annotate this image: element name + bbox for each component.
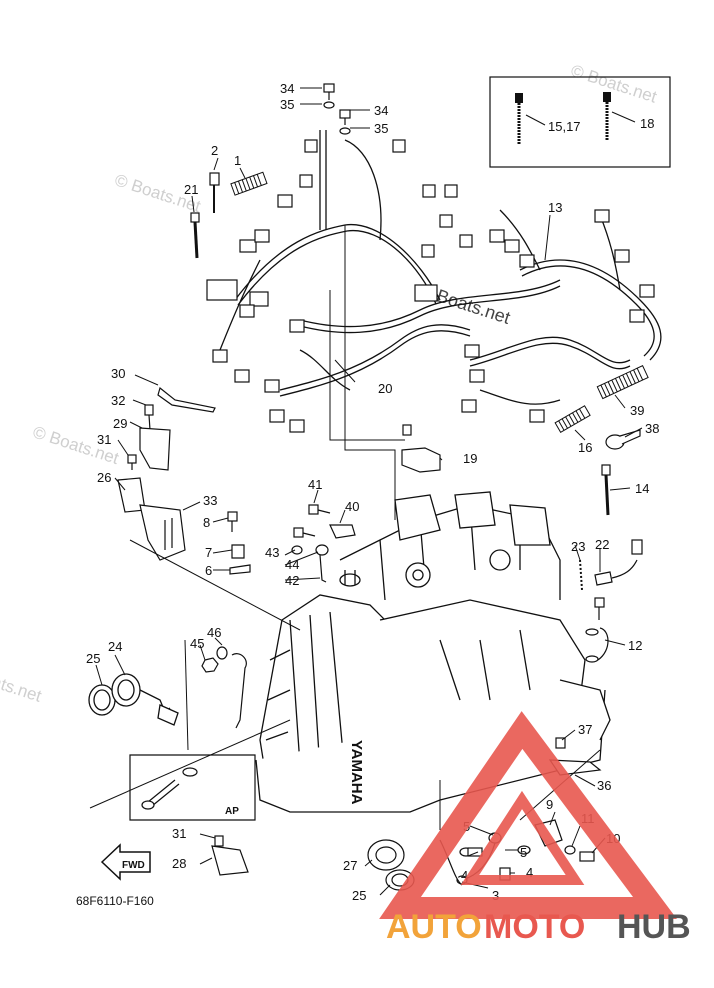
callout-20: 20 [378,381,392,396]
engine-brand-text: YAMAHA [348,740,365,805]
callout-43: 43 [265,545,279,560]
callout-3: 3 [492,888,499,903]
callout-2: 2 [211,143,218,158]
bolts-top [323,83,351,135]
logo-auto-text: AUTO [386,908,482,946]
sleeves [230,171,649,434]
callout-46: 46 [207,625,221,640]
fwd-label: FWD [122,860,145,871]
clip-inset-box [489,76,671,168]
callout-37: 37 [578,722,592,737]
callout-34: 34 [374,103,388,118]
wire-harness-20 [219,130,561,397]
part-19 [401,424,441,473]
ap-label: AP [225,806,239,817]
bracket-assembly-left [117,386,216,561]
callout-19: 19 [463,451,477,466]
sleeve-16 [554,405,591,434]
callout-4: 4 [526,865,533,880]
sleeve-39 [596,365,649,400]
callout-25: 25 [86,651,100,666]
callout-1: 1 [234,153,241,168]
figure-code: 68F6110-F160 [76,894,154,908]
callout-27: 27 [343,858,357,873]
callout-28: 28 [172,856,186,871]
callout-42: 42 [285,573,299,588]
watermark-boats: © Boats.net [569,61,660,107]
callout-32: 32 [111,393,125,408]
callout-22: 22 [595,537,609,552]
callout-38: 38 [645,421,659,436]
callout-29: 29 [113,416,127,431]
callout-34: 34 [280,81,294,96]
callout-13: 13 [548,200,562,215]
callout-30: 30 [111,366,125,381]
callout-9: 9 [546,797,553,812]
callout-16: 16 [578,440,592,455]
callout-24: 24 [108,639,122,654]
callout-8: 8 [203,515,210,530]
callout-35: 35 [374,121,388,136]
callout-12: 12 [628,638,642,653]
nut-washer-45-46 [201,646,247,729]
grommet-24-25 [88,673,179,726]
sleeve-1 [230,171,268,196]
callout-14: 14 [635,481,649,496]
callout-6: 6 [205,563,212,578]
clamp-38 [601,429,641,516]
callout-5: 5 [520,845,527,860]
sensor-22-23-12 [579,539,643,663]
cable-tie-21 [190,172,220,259]
callout-7: 7 [205,545,212,560]
callout-44: 44 [285,557,299,572]
ap-cable-box [129,754,256,821]
callout-4: 4 [461,868,468,883]
callout-36: 36 [597,778,611,793]
fwd-arrow-icon [100,843,151,881]
callout-39: 39 [630,403,644,418]
callout-31: 31 [97,432,111,447]
logo-moto-text: MOTO [484,908,585,946]
callout-18: 18 [640,116,654,131]
callout-33: 33 [203,493,217,508]
callout-25: 25 [352,888,366,903]
callout-40: 40 [345,499,359,514]
callout-41: 41 [308,477,322,492]
automotohub-logo: AUTO MOTO HUB [379,711,691,946]
callout-31: 31 [172,826,186,841]
callout-15-17: 15,17 [548,119,581,134]
callout-26: 26 [97,470,111,485]
connectors [206,139,655,433]
callout-35: 35 [280,97,294,112]
callout-45: 45 [190,636,204,651]
callout-23: 23 [571,539,585,554]
watermark-boats: © Boats.net [0,660,44,706]
small-parts-middle [227,504,356,583]
callout-21: 21 [184,182,198,197]
logo-hub-text: HUB [617,908,691,946]
